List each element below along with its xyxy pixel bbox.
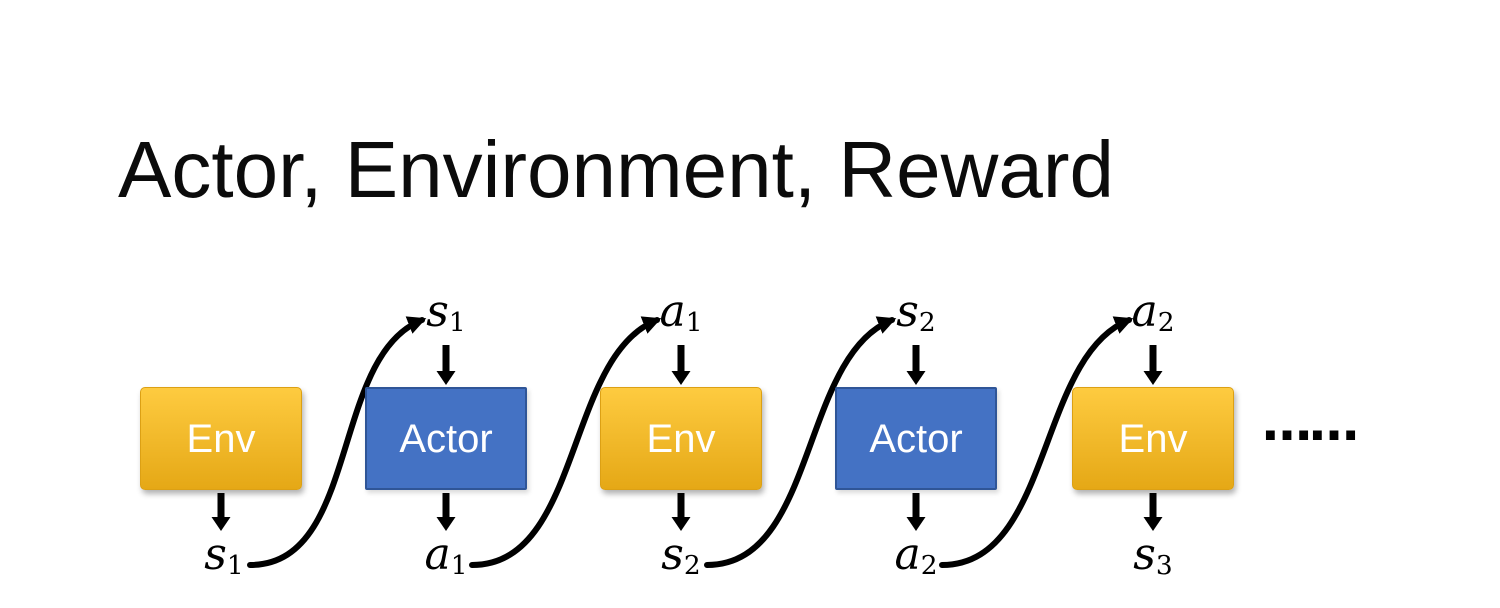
feedback-curve-a1 bbox=[469, 316, 662, 568]
top-labels-s2: s2 bbox=[896, 290, 935, 336]
math-base: s bbox=[204, 529, 227, 580]
env-box-label: Env bbox=[1118, 416, 1188, 461]
math-base: s bbox=[426, 286, 449, 337]
arrow-box-to-s2-head bbox=[671, 517, 691, 531]
math-subscript: 2 bbox=[683, 550, 701, 582]
math-base: a bbox=[1131, 286, 1158, 337]
actor-box-label: Actor bbox=[399, 416, 493, 461]
top-labels-a2: a2 bbox=[1131, 290, 1174, 336]
arrow-a1-into-box-head bbox=[671, 371, 691, 385]
env-box-1: Env bbox=[140, 387, 302, 490]
actor-box-4: Actor bbox=[835, 387, 997, 490]
feedback-curve-a2 bbox=[939, 316, 1134, 568]
arrow-box-to-a2-head bbox=[906, 517, 926, 531]
math-subscript: 1 bbox=[226, 550, 244, 582]
top-labels-a1: a1 bbox=[659, 290, 702, 336]
bottom-labels-s1: s1 bbox=[204, 533, 243, 579]
bottom-labels-s3: s3 bbox=[1133, 533, 1172, 579]
arrow-box-to-s1-head bbox=[211, 517, 231, 531]
continuation-ellipsis: …… bbox=[1262, 394, 1359, 452]
env-box-label: Env bbox=[646, 416, 716, 461]
arrow-a2-into-box-head bbox=[1143, 371, 1163, 385]
math-base: a bbox=[424, 529, 451, 580]
feedback-curve-s1 bbox=[247, 316, 427, 568]
bottom-labels-a1: a1 bbox=[424, 533, 467, 579]
bottom-labels-s2: s2 bbox=[661, 533, 700, 579]
env-box-5: Env bbox=[1072, 387, 1234, 490]
feedback-curve-s2 bbox=[704, 316, 897, 568]
actor-box-label: Actor bbox=[869, 416, 963, 461]
slide-title: Actor, Environment, Reward bbox=[118, 125, 1114, 214]
arrow-s1-into-box-head bbox=[436, 371, 456, 385]
math-subscript: 1 bbox=[685, 307, 703, 339]
bottom-labels-a2: a2 bbox=[894, 533, 937, 579]
math-base: a bbox=[659, 286, 686, 337]
math-subscript: 2 bbox=[1157, 307, 1175, 339]
math-subscript: 2 bbox=[920, 550, 938, 582]
math-subscript: 3 bbox=[1155, 550, 1173, 582]
arrow-box-to-s3-head bbox=[1143, 517, 1163, 531]
env-box-label: Env bbox=[186, 416, 256, 461]
math-subscript: 1 bbox=[448, 307, 466, 339]
env-box-3: Env bbox=[600, 387, 762, 490]
math-base: s bbox=[1133, 529, 1156, 580]
math-subscript: 2 bbox=[918, 307, 936, 339]
math-base: a bbox=[894, 529, 921, 580]
math-subscript: 1 bbox=[450, 550, 468, 582]
arrow-s2-into-box-head bbox=[906, 371, 926, 385]
math-base: s bbox=[661, 529, 684, 580]
actor-box-2: Actor bbox=[365, 387, 527, 490]
arrow-box-to-a1-head bbox=[436, 517, 456, 531]
top-labels-s1: s1 bbox=[426, 290, 465, 336]
math-base: s bbox=[896, 286, 919, 337]
